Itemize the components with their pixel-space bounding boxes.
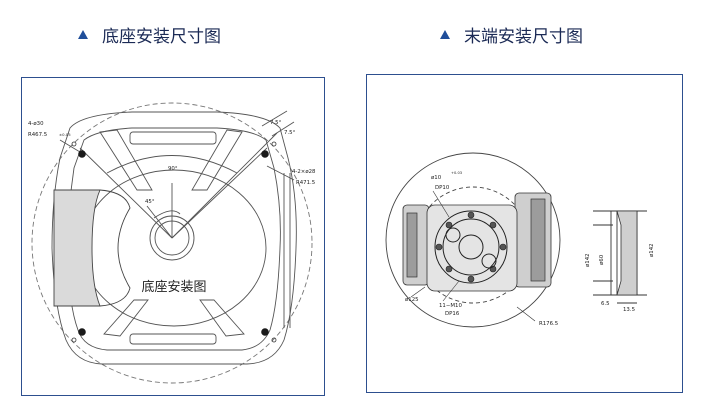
leader-line	[410, 286, 426, 298]
mount-hole	[78, 150, 86, 158]
bolt-hole	[467, 275, 475, 283]
dim-line	[261, 110, 288, 127]
dim-line	[266, 165, 295, 181]
bolt-hole	[435, 243, 443, 251]
pin-hole	[271, 337, 277, 343]
window-slot	[129, 131, 217, 145]
leader-line	[432, 190, 450, 218]
left-fin	[406, 212, 418, 278]
radial-line	[171, 132, 278, 239]
radial-line	[146, 205, 173, 239]
label-r176: R176.5	[539, 321, 558, 327]
end-drawing-frame: ø10 +0.03 DP10 ø125 11−M10 DP16 R176.5 ø…	[366, 74, 683, 393]
base-left-cutout	[53, 189, 101, 307]
strut	[99, 129, 153, 191]
bolt-hole	[499, 243, 507, 251]
mount-hole	[261, 328, 269, 336]
pin-hole	[271, 141, 277, 147]
label-4-2-d28: 4-2×ø28	[292, 169, 316, 175]
right-fin	[530, 198, 546, 282]
label-7-5-b: 7.5°	[284, 130, 296, 136]
outer-dashed-circle	[31, 102, 313, 384]
label-90: 90°	[168, 166, 178, 172]
cutout-curve	[99, 189, 131, 307]
base-title-text: 底座安装尺寸图	[102, 26, 221, 47]
label-d10: ø10	[431, 175, 442, 181]
strut	[103, 299, 149, 337]
dim-line	[271, 121, 295, 137]
window-slot	[129, 333, 217, 345]
flange-ring	[442, 218, 500, 276]
pin-hole	[71, 337, 77, 343]
bolt-hole	[445, 265, 453, 273]
label-dp16: DP16	[445, 311, 460, 317]
radial-line	[171, 147, 268, 239]
pin-boss	[445, 227, 461, 243]
dim-line	[59, 139, 81, 153]
leader-line	[442, 280, 460, 302]
end-title-text: 末端安装尺寸图	[464, 26, 583, 47]
label-4-d30: 4-ø30	[28, 121, 44, 127]
bolt-hole	[445, 221, 453, 229]
label-d10-tol: +0.03	[451, 171, 462, 175]
label-45: 45°	[145, 199, 155, 205]
flange-outer-circle	[385, 152, 561, 328]
pin-hole	[71, 141, 77, 147]
label-d125: ø125	[405, 297, 419, 303]
label-d142-side: ø142	[585, 253, 591, 267]
base-outline	[51, 111, 297, 365]
mount-hole	[261, 150, 269, 158]
label-d60: ø60	[599, 254, 605, 265]
label-6-5: 6.5	[601, 301, 610, 307]
profile-hatch	[616, 210, 638, 296]
leader-line	[516, 306, 536, 322]
label-r467: R467.5	[28, 132, 47, 138]
base-mounting-drawing: 4-ø30 R467.5 ±0.05 4-2×ø28 R471.5 7.5° 7…	[28, 102, 316, 384]
end-title: 末端安装尺寸图	[440, 22, 583, 47]
radial-line	[79, 147, 173, 239]
label-r471: R471.5	[296, 180, 315, 186]
base-center-text: 底座安装图	[141, 279, 206, 295]
base-title: 底座安装尺寸图	[78, 22, 221, 47]
bolt-hole	[489, 221, 497, 229]
triangle-bullet-icon	[440, 29, 450, 39]
angle-arc-small	[153, 210, 181, 219]
label-7-5-a: 7.5°	[270, 120, 282, 126]
label-r467-tol: ±0.05	[59, 132, 71, 137]
end-mounting-drawing: ø10 +0.03 DP10 ø125 11−M10 DP16 R176.5 ø…	[385, 152, 655, 328]
pin-boss	[481, 253, 497, 269]
bolt-hole	[467, 211, 475, 219]
base-ellipse	[81, 169, 267, 327]
label-dp10: DP10	[435, 185, 450, 191]
label-13-5: 13.5	[623, 307, 635, 313]
strut	[191, 129, 243, 191]
mount-hole	[78, 328, 86, 336]
triangle-bullet-icon	[78, 29, 88, 39]
strut	[199, 299, 245, 337]
label-d142: ø142	[649, 243, 655, 257]
base-drawing-frame: 4-ø30 R467.5 ±0.05 4-2×ø28 R471.5 7.5° 7…	[21, 77, 325, 396]
flange-face	[434, 210, 508, 284]
label-11-m10: 11−M10	[439, 303, 462, 309]
flange-center	[458, 234, 484, 260]
